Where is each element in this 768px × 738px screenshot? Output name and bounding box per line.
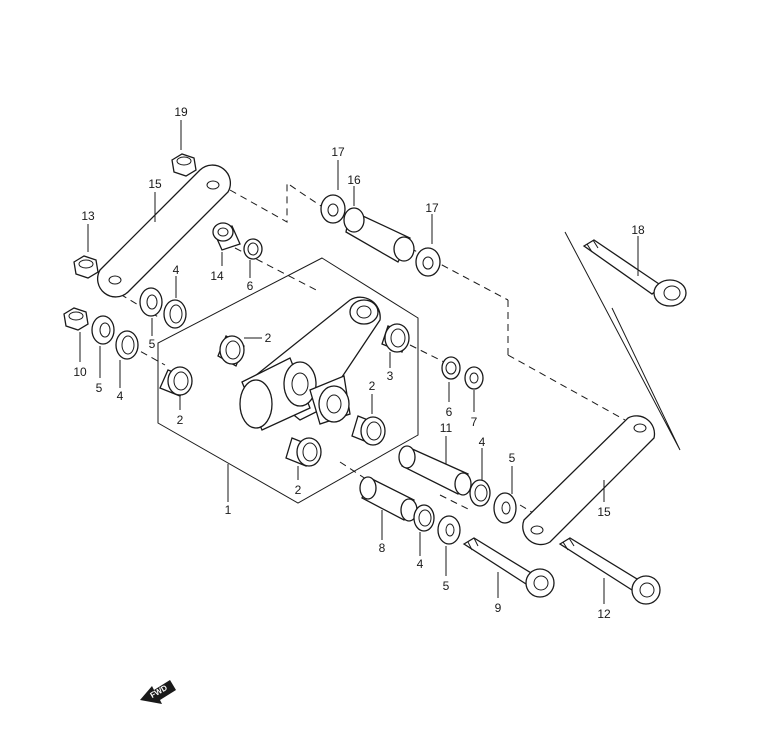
washer-7 xyxy=(464,366,484,390)
callout-9: 9 xyxy=(495,601,502,615)
callout-15-lower: 15 xyxy=(597,505,611,519)
callout-3: 3 xyxy=(387,369,394,383)
callout-6-upper: 6 xyxy=(247,279,254,293)
bearing-3 xyxy=(381,323,410,353)
spacer-16 xyxy=(343,207,415,263)
washer-5-right xyxy=(493,492,517,524)
callout-12: 12 xyxy=(597,607,611,621)
callout-1: 1 xyxy=(225,503,232,517)
callout-4-upper: 4 xyxy=(173,263,180,277)
nut-13 xyxy=(73,255,99,279)
washer-5-bottom xyxy=(437,515,461,545)
callout-13: 13 xyxy=(81,209,95,223)
oil-seal-6-upper xyxy=(243,238,263,260)
callout-17-b: 17 xyxy=(425,201,439,215)
callout-4-bottom: 4 xyxy=(417,557,424,571)
bearing-2-right xyxy=(351,415,386,446)
link-rod-upper xyxy=(97,164,231,298)
callout-2-bottom: 2 xyxy=(295,483,302,497)
washer-5-upper xyxy=(139,287,163,317)
spacer-8 xyxy=(359,476,418,522)
callout-6-right: 6 xyxy=(446,405,453,419)
washer-17-b xyxy=(415,247,441,277)
washer-17-a xyxy=(320,194,346,224)
callout-5-left: 5 xyxy=(96,381,103,395)
link-rod-lower xyxy=(522,415,656,546)
callout-4-left: 4 xyxy=(117,389,124,403)
bolt-18-group-outline xyxy=(564,231,681,451)
bolt-18 xyxy=(582,239,687,307)
lever-assembly-outline xyxy=(157,257,419,504)
callout-14: 14 xyxy=(210,269,224,283)
bolt-9 xyxy=(462,537,555,598)
bearing-2-top xyxy=(217,335,245,367)
callout-numbers: 19 15 13 14 6 4 16 17 17 18 10 5 4 5 2 2… xyxy=(73,105,645,621)
callout-2-right: 2 xyxy=(369,379,376,393)
callout-8: 8 xyxy=(379,541,386,555)
oil-seal-4-upper xyxy=(163,299,187,329)
callout-2-left: 2 xyxy=(177,413,184,427)
callout-10: 10 xyxy=(73,365,87,379)
oil-seal-4-right xyxy=(469,479,491,507)
callout-18: 18 xyxy=(631,223,645,237)
callout-4-right: 4 xyxy=(479,435,486,449)
callout-11: 11 xyxy=(440,421,453,435)
callout-15-upper: 15 xyxy=(148,177,162,191)
bolt-12 xyxy=(558,537,661,605)
nut-19 xyxy=(171,153,197,177)
callout-16: 16 xyxy=(347,173,361,187)
callout-7: 7 xyxy=(471,415,478,429)
callout-19: 19 xyxy=(174,105,188,119)
bearing-2-bottom xyxy=(285,437,322,467)
oil-seal-6-right xyxy=(441,356,461,380)
bearing-2-left xyxy=(159,366,193,397)
callout-leader-lines xyxy=(79,120,639,604)
washer-5-left xyxy=(91,315,115,345)
oil-seal-4-bottom xyxy=(413,504,435,532)
callout-5-upper: 5 xyxy=(149,337,156,351)
forward-direction-arrow: FWD xyxy=(140,680,176,704)
spacer-11 xyxy=(398,445,472,496)
callout-5-right: 5 xyxy=(509,451,516,465)
callout-17-a: 17 xyxy=(331,145,345,159)
oil-seal-4-left xyxy=(115,330,139,360)
nut-10 xyxy=(63,307,89,331)
callout-5-bottom: 5 xyxy=(443,579,450,593)
callout-2-top: 2 xyxy=(265,331,272,345)
cushion-lever xyxy=(239,296,381,431)
collar-14 xyxy=(212,222,241,251)
